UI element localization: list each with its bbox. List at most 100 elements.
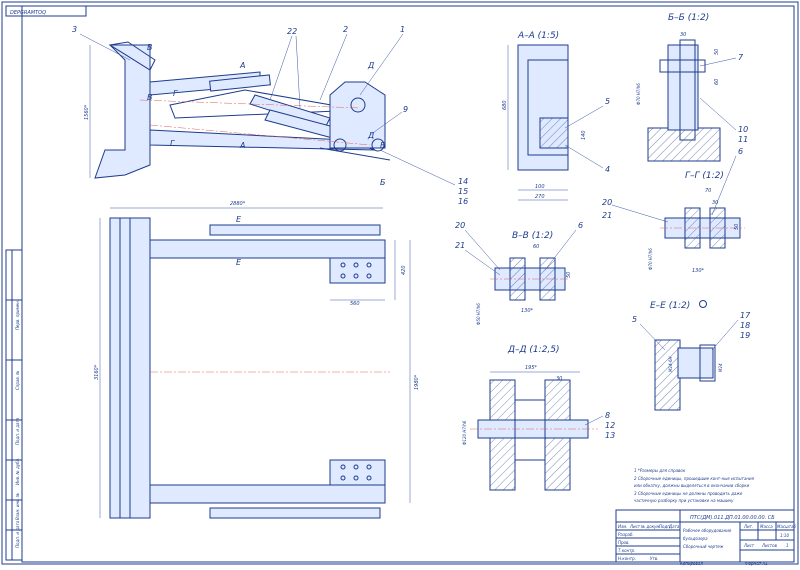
rotate-icon: [699, 300, 707, 308]
row-list: Лист: [629, 524, 641, 529]
dim-aa-w2: 270: [535, 194, 545, 200]
row-utv: Утв.: [650, 556, 658, 561]
dim-bb-top: 30: [680, 32, 686, 38]
leader-4: 4: [605, 165, 610, 174]
dim-ee-m24: М24-6Н: [668, 356, 673, 372]
dim-gg-50: 50: [734, 224, 740, 230]
leader-22: 22: [287, 27, 297, 36]
scale-value: 1:10: [780, 533, 789, 538]
leader-1: 1: [400, 25, 405, 34]
dim-gg-30: 30: [712, 200, 718, 206]
mark-v2: В: [147, 93, 153, 102]
section-gg: Г–Г (1:2) 70 30 50 130* Ф70 H7/h6 20 21 …: [602, 147, 745, 274]
title-dd: Д–Д (1:2,5): [507, 345, 560, 355]
leader-12: 12: [605, 421, 615, 430]
side-stamp-2: Справ. №: [15, 371, 20, 390]
title-vv: В–В (1:2): [512, 231, 553, 241]
note-3b: частичную разборку при установке на маши…: [634, 498, 734, 503]
dim-dd-195: 195*: [525, 365, 538, 371]
doc-name-2: бульдозера: [683, 536, 708, 541]
mark-a1: А: [239, 61, 245, 70]
leader-13: 13: [605, 431, 615, 440]
mark-v1: В: [147, 43, 153, 52]
leader-8: 8: [605, 411, 610, 420]
title-bb: Б–Б (1:2): [668, 13, 709, 23]
dim-bb-50: 50: [714, 49, 720, 55]
title-aa: А–А (1:5): [517, 31, 559, 41]
section-vv: В–В (1:2) 60 50 130* Ф50 H7/h6 20 21 6: [455, 221, 583, 325]
dim-stroke2: 560: [350, 301, 360, 307]
section-bb: Б–Б (1:2) 30 50 60 Ф70 H7/h6 7 10 11: [636, 13, 748, 162]
title-ee: Е–Е (1:2): [650, 301, 690, 311]
leader-10: 10: [738, 125, 748, 134]
leader-20b: 20: [602, 198, 612, 207]
leader-21a: 21: [455, 241, 465, 250]
title-block: ПТС(ДМ).011.ДП.01.00.00.00. СБ Рабочее о…: [615, 509, 797, 566]
dim-aa-w3: 140: [581, 130, 587, 140]
leader-18: 18: [740, 321, 750, 330]
sheets-label: Листов: [761, 543, 778, 548]
side-stamp-4: Инв. № дубл.: [15, 458, 20, 485]
row-doc: № докум.: [640, 524, 661, 529]
technical-notes: 1 *Размеры для справок 2 Сборочные едини…: [634, 468, 755, 503]
dim-dd-phi: Ф120 H7/h6: [462, 420, 467, 445]
row-izm: Изм.: [618, 524, 627, 529]
mark-d2: Д: [367, 131, 374, 140]
mark-a2: А: [239, 141, 245, 150]
format-label: Формат А1: [745, 561, 768, 566]
row-prov: Пров.: [618, 540, 630, 545]
side-view: 1560*: [84, 41, 391, 179]
mark-e2: Е: [236, 258, 242, 267]
top-stamp: DEPGRAMTOQ: [5, 5, 87, 17]
note-3: 3 Сборочные единицы не должны проводить …: [634, 491, 743, 496]
row-tkontr: Т.контр.: [618, 548, 635, 553]
leader-17: 17: [740, 311, 751, 320]
mark-g1: Г: [173, 89, 178, 98]
dim-dd-30: 30: [556, 376, 562, 382]
section-ee: Е–Е (1:2) М24-6Н М24 5 17 18 19: [632, 300, 751, 411]
leader-21b: 21: [602, 211, 612, 220]
svg-text:DEPGRAMTOQ: DEPGRAMTOQ: [10, 10, 46, 16]
dim-aa-w1: 100: [535, 184, 545, 190]
dim-vv-50: 50: [566, 272, 572, 278]
dim-plan-inner: 1980*: [414, 374, 420, 390]
copied-label: Копировал: [680, 561, 703, 566]
section-dd: Д–Д (1:2,5) 195* 30 Ф120 H7/h6 8 12 13: [462, 345, 615, 491]
doc-name-1: Рабочее оборудование: [683, 528, 732, 533]
side-stamp-5: Взам. инв. №: [15, 493, 20, 520]
side-stamp: Перв. примен. Справ. № Подп. и дата Инв.…: [5, 249, 23, 561]
side-view-leaders: 3 22 2 1 9 14 15 16 В В Г Г А А Д Д Б Б: [72, 25, 468, 206]
dim-ee-m24b: М24: [718, 363, 723, 372]
dim-bb-phi: Ф70 H7/h6: [636, 83, 641, 105]
dim-gg-70: 70: [705, 188, 711, 194]
sheets-value: 1: [786, 543, 789, 548]
dim-stroke1: 420: [401, 265, 407, 275]
mark-b2: Б: [380, 178, 386, 187]
leader-19: 19: [740, 331, 750, 340]
leader-15: 15: [458, 187, 468, 196]
leader-7: 7: [738, 53, 744, 62]
row-razrab: Разраб.: [618, 532, 634, 537]
row-date: Дата: [668, 524, 680, 529]
leader-16: 16: [458, 197, 468, 206]
col-mass: Масса: [760, 524, 773, 529]
side-stamp-6: Подп. и дата: [15, 520, 20, 548]
note-1: 1 *Размеры для справок: [634, 468, 686, 473]
col-scale: Масштаб: [777, 524, 797, 529]
mark-e1: Е: [236, 215, 242, 224]
dim-bb-60: 60: [714, 79, 720, 85]
note-2b: или обкатку, должны выделяться в окончан…: [634, 483, 750, 488]
plan-view: 2880* 3160* 420 560 1980* Е Е: [94, 201, 420, 519]
mark-d1: Д: [367, 61, 374, 70]
side-stamp-3: Подп. и дата: [15, 417, 20, 445]
dim-vv-130: 130*: [521, 308, 534, 314]
leader-20a: 20: [455, 221, 465, 230]
leader-14: 14: [458, 177, 468, 186]
leader-6a: 6: [578, 221, 583, 230]
dim-gg-phi: Ф70 H7/h6: [648, 248, 653, 270]
leader-2: 2: [343, 25, 348, 34]
row-sign: Подп.: [659, 524, 671, 529]
leader-6b: 6: [738, 147, 743, 156]
sheet-label: Лист: [743, 543, 755, 548]
